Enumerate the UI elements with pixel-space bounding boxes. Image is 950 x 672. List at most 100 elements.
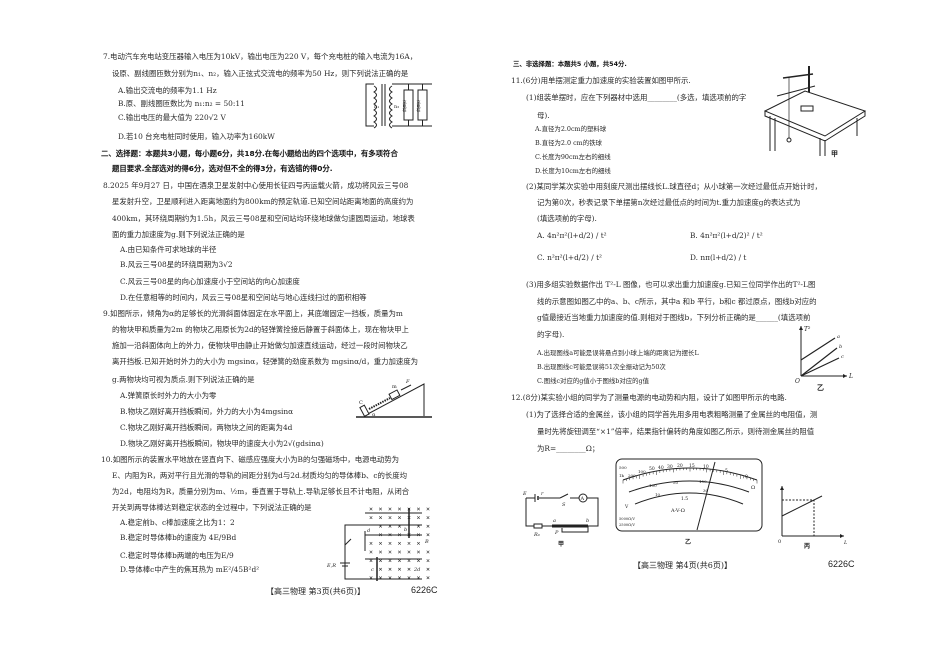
page3-line-10: 400km，其环绕周期约为1.5h，风云三号08星和空间站均环绕地球做匀速圆周运…	[112, 214, 415, 223]
end-a-label: a	[553, 518, 556, 524]
line-c-label: c	[841, 354, 844, 360]
field-x-mark	[416, 541, 421, 545]
paper-code-right: 6226C	[828, 559, 855, 569]
page3-line-25: 10.如图所示的装置水平地放在竖直向下、磁感应强度大小为B的匀强磁场中，电源电动…	[101, 455, 400, 464]
page3-line-5: D.若10 台充电桩同时使用，输入功率为160kW	[118, 132, 275, 141]
page4-line-9: 记为第0次，秒表记录下单摆第n次经过最低点的时间为t.重力加速度g的表达式为	[537, 198, 801, 207]
page4-line-1: 11.(6分)用单摆测定重力加速度的实验装置如图甲所示.	[511, 76, 691, 85]
scale-0: 0	[745, 474, 748, 480]
field-x-mark	[378, 516, 383, 520]
charger-label-1: 充电桩	[403, 99, 408, 113]
scale-5: 5	[725, 468, 728, 474]
figure-caption-yi-2: 乙	[685, 539, 691, 546]
field-x-mark	[388, 516, 392, 520]
page3-line-15: D.在任意相等的时间内，风云三号08星和空间站与地心连线扫过的面积相等	[120, 293, 367, 302]
page3-line-4: C.输出电压的最大值为 220√2 V	[118, 113, 226, 122]
page3-line-29: A.稳定前b、c棒加速度之比为1：2	[120, 518, 235, 527]
avo-label: A-V-Ω	[670, 508, 685, 514]
field-x-mark	[407, 567, 411, 571]
field-x-mark	[369, 559, 373, 563]
force-label: F	[405, 379, 410, 385]
field-x-mark	[426, 516, 430, 520]
page3-line-28: 开关到两导体棒达到稳定状态的全过程中，下列说法正确的是	[112, 503, 312, 512]
field-x-mark	[426, 550, 430, 554]
scale-15: 15	[689, 463, 695, 469]
field-x-mark	[407, 541, 411, 545]
field-x-mark	[416, 507, 421, 511]
page4-line-10: (填选项前的字母).	[537, 214, 597, 223]
page3-line-2: A.输出交流电的频率为1.1 Hz	[118, 86, 217, 95]
field-b-label: B	[424, 539, 429, 545]
field-x-mark	[397, 567, 402, 571]
incline-diagram: m F α C	[356, 379, 432, 418]
d-label: d	[367, 528, 370, 534]
transformer-diagram: n₁ n₂ 充电桩 充电桩	[365, 83, 432, 129]
field-x-mark	[378, 541, 383, 545]
page4-line-7: D.长度为10cm左右的细线	[535, 167, 611, 175]
scale-30: 30	[667, 464, 673, 470]
page3-line-13: B.风云三号08星的环绕周期为3√2	[120, 260, 233, 269]
page3-line-7: 题目要求.全部选对的得6分，选对但不全的得3分，有选错的得0分.	[112, 164, 333, 173]
scale-50: 50	[649, 466, 655, 472]
page3-line-14: C.风云三号08星的向心加速度小于空间站的向心加速度	[120, 277, 300, 286]
page-footer-left: 【高三物理 第3页(共6页)】	[266, 587, 365, 596]
mid-scale-150: 150	[699, 479, 707, 484]
t2-l-graph: T² L O a b c 乙	[795, 326, 853, 392]
field-x-mark	[397, 507, 402, 511]
pendulum-apparatus-diagram: 甲	[763, 66, 867, 158]
source-label: E,R	[326, 563, 336, 569]
page4-line-25: 为R=________Ω；	[537, 444, 600, 453]
field-x-mark	[388, 541, 392, 545]
field-x-mark	[378, 559, 383, 563]
field-x-mark	[378, 550, 383, 554]
figure-caption-jia: 甲	[831, 149, 838, 158]
field-x-mark	[397, 559, 402, 563]
circuit-diagram-jia: A E r S R₀ P a b 甲	[522, 491, 599, 548]
mid-scale-100: 100	[649, 483, 657, 488]
2d-label: 2d	[413, 567, 420, 573]
angle-label: α	[372, 412, 376, 418]
mid-scale-30: 30	[703, 488, 709, 493]
charger-label-2: 充电桩	[417, 99, 422, 113]
r-label: r	[541, 491, 544, 497]
field-x-mark	[407, 550, 411, 554]
rod-c-label: c	[371, 567, 374, 573]
page3-line-19: 离开挡板.已知开始时外力的大小为 mgsinα，轻弹簧的劲度系数为 mgsinα…	[112, 357, 419, 366]
axis-l-label-bing: L	[843, 540, 848, 546]
field-x-mark	[426, 576, 430, 580]
figure-caption-jia-2: 甲	[558, 540, 564, 548]
page3-line-31: C.稳定时导体棒b两端的电压为E/9	[120, 551, 234, 560]
multimeter-dial: 500 1k 200 100 50 40 30 20 15 10 5 0 Ω 1…	[615, 458, 763, 546]
end-b-label: b	[586, 518, 589, 524]
field-x-mark	[388, 559, 392, 563]
field-x-mark	[416, 550, 421, 554]
field-x-mark	[426, 559, 430, 563]
field-x-mark	[426, 567, 430, 571]
page3-line-12: A.由已知条件可求地球的半径	[120, 245, 217, 254]
page4-line-12: B. 4n²π²(l+d/2)² / t²	[690, 231, 763, 240]
page3-line-1: 设原、副线圈匝数分别为n₁、n₂，输入正弦式交流电的频率为50 Hz，则下列说法…	[112, 69, 409, 78]
page4-line-4: A.直径为2.0cm的塑料球	[535, 125, 607, 133]
page4-line-23: (1)为了选择合适的金属丝，该小组的同学首先用多用电表粗略测量了金属丝的电阻值，…	[526, 410, 818, 419]
ohm-symbol: Ω	[751, 485, 755, 491]
scale-40: 40	[658, 465, 664, 471]
mass-label: m	[392, 384, 397, 390]
scale-200: 200	[628, 473, 636, 478]
page4-line-24: 量时先将旋钮调至“×1”倍率，结果指针偏转的角度如图乙所示，则待测金属丝的阻值	[537, 427, 815, 436]
field-x-mark	[388, 550, 392, 554]
page3-line-20: g.两物块均可视为质点.则下列说法正确的是	[112, 375, 255, 384]
field-x-mark	[378, 567, 383, 571]
page3-line-22: B.物块乙刚好离开挡板瞬间，外力的大小为4mgsinα	[120, 407, 294, 416]
page3-line-18: 施加一沿斜面体向上的外力，使物块甲由静止开始做匀加速直线运动，经过一段时间物块乙	[112, 341, 408, 350]
emf-label: E	[522, 491, 527, 497]
page4-line-16: 线的示意图如图乙中的a、b、c所示，其中a 和b 平行，b和c 都过原点，图线b…	[537, 297, 817, 306]
page3-line-21: A.弹簧原长时外力的大小为零	[120, 391, 217, 400]
slider-p-label: P	[554, 530, 559, 536]
field-x-mark	[388, 567, 392, 571]
field-x-mark	[416, 559, 421, 563]
field-x-mark	[397, 550, 402, 554]
page4-line-19: A.出现图线a可能是误将悬点到小球上端的距离记为摆长L	[537, 349, 699, 357]
page4-line-13: C. n²π²(l+d/2) / t²	[537, 253, 602, 262]
field-x-mark	[369, 516, 373, 520]
page3-line-9: 星发射升空，卫星顺利进入距离地面约为800km的预定轨道.已知空间站距离地面的高…	[112, 197, 414, 206]
